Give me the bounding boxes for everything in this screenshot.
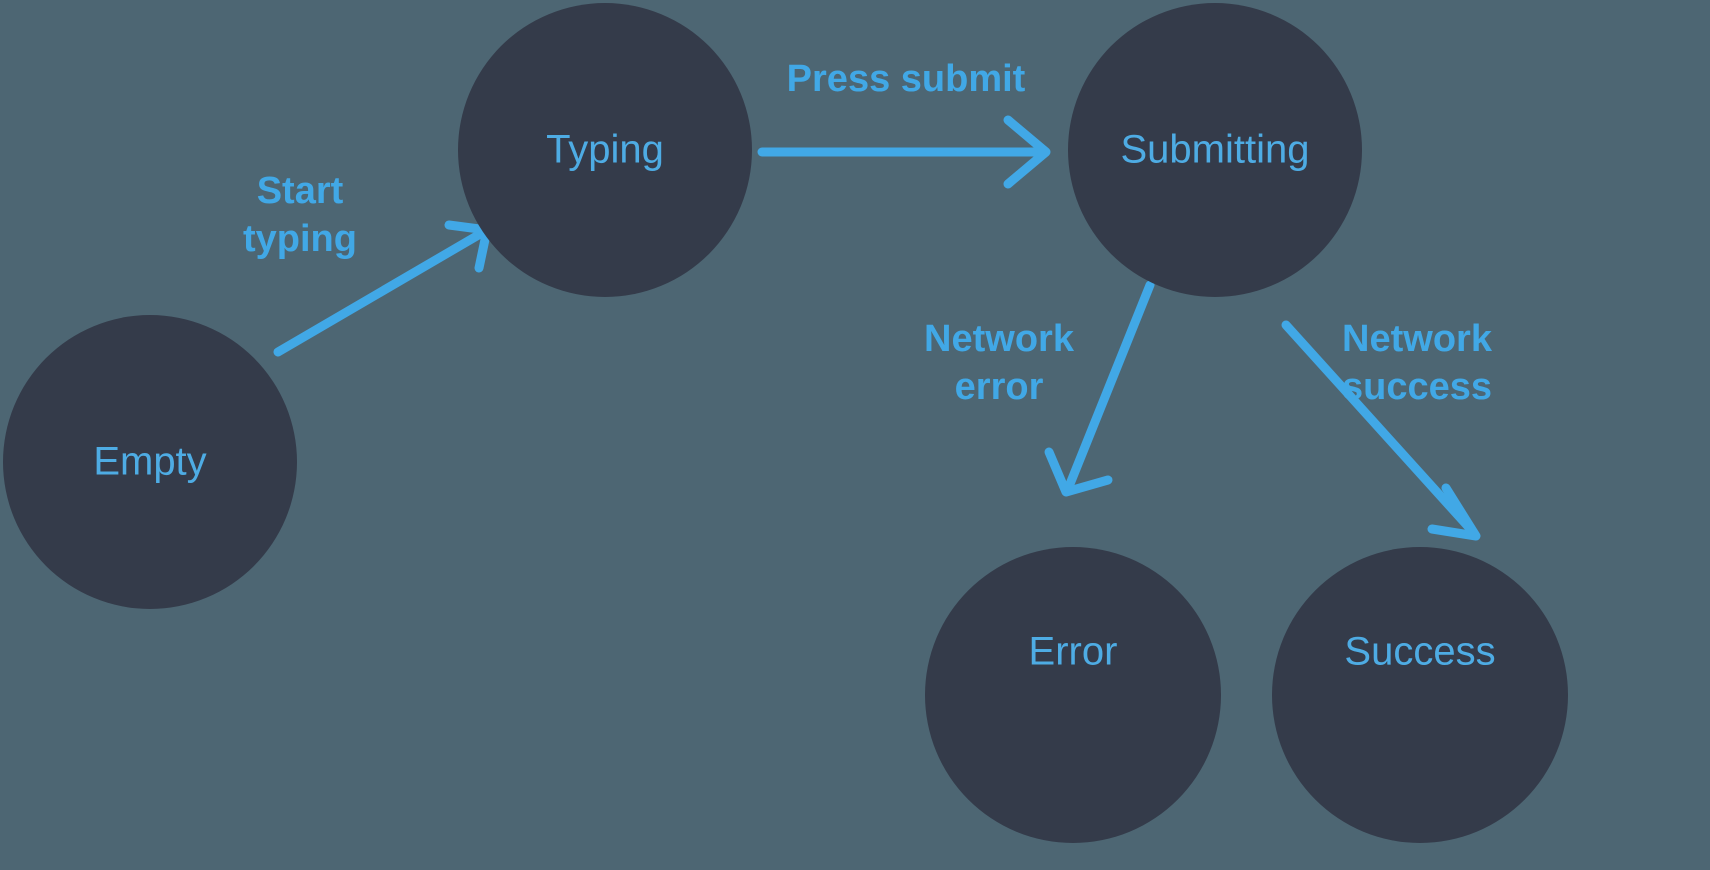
edge-typing-to-submitting [757, 115, 1051, 189]
node-success[interactable]: Success [1272, 547, 1568, 843]
node-typing-label: Typing [546, 128, 664, 172]
node-success-circle[interactable] [1272, 547, 1568, 843]
node-success-label: Success [1344, 630, 1495, 674]
edge-label-submitting-to-success: Network success [1342, 318, 1493, 408]
edge-label-line-1: Network [1342, 318, 1493, 360]
edge-label-line-2: typing [243, 218, 357, 260]
edge-line-submitting-to-error [1063, 280, 1155, 494]
arrowhead-submitting-to-success [1427, 483, 1481, 541]
node-error[interactable]: Error [925, 547, 1221, 843]
arrowhead-submitting-to-error [1044, 447, 1113, 497]
edge-label-line-1: Network [924, 318, 1075, 360]
node-error-label: Error [1029, 630, 1118, 674]
node-empty-circle[interactable] [3, 315, 297, 609]
node-typing-circle[interactable] [458, 3, 752, 297]
edge-label-submitting-to-error: Network error [924, 318, 1075, 408]
edge-submitting-to-error [1044, 280, 1155, 497]
edge-label-empty-to-typing: Start typing [243, 170, 357, 260]
edge-label-line-1: Press submit [787, 58, 1026, 100]
edge-submitting-to-success [1281, 320, 1481, 541]
edge-label-line-2: error [955, 366, 1044, 408]
node-typing[interactable]: Typing [458, 3, 752, 297]
node-empty[interactable]: Empty [3, 315, 297, 609]
node-error-circle[interactable] [925, 547, 1221, 843]
edge-label-typing-to-submitting: Press submit [787, 58, 1026, 100]
node-submitting-circle[interactable] [1068, 3, 1362, 297]
edge-line-submitting-to-success [1281, 320, 1479, 538]
edge-line-empty-to-typing [273, 225, 492, 357]
edge-label-line-1: Start [257, 170, 344, 212]
node-submitting-label: Submitting [1121, 128, 1310, 172]
arrowhead-typing-to-submitting [1003, 115, 1051, 189]
node-empty-label: Empty [93, 440, 206, 484]
edge-label-line-2: success [1342, 366, 1492, 408]
node-submitting[interactable]: Submitting [1068, 3, 1362, 297]
